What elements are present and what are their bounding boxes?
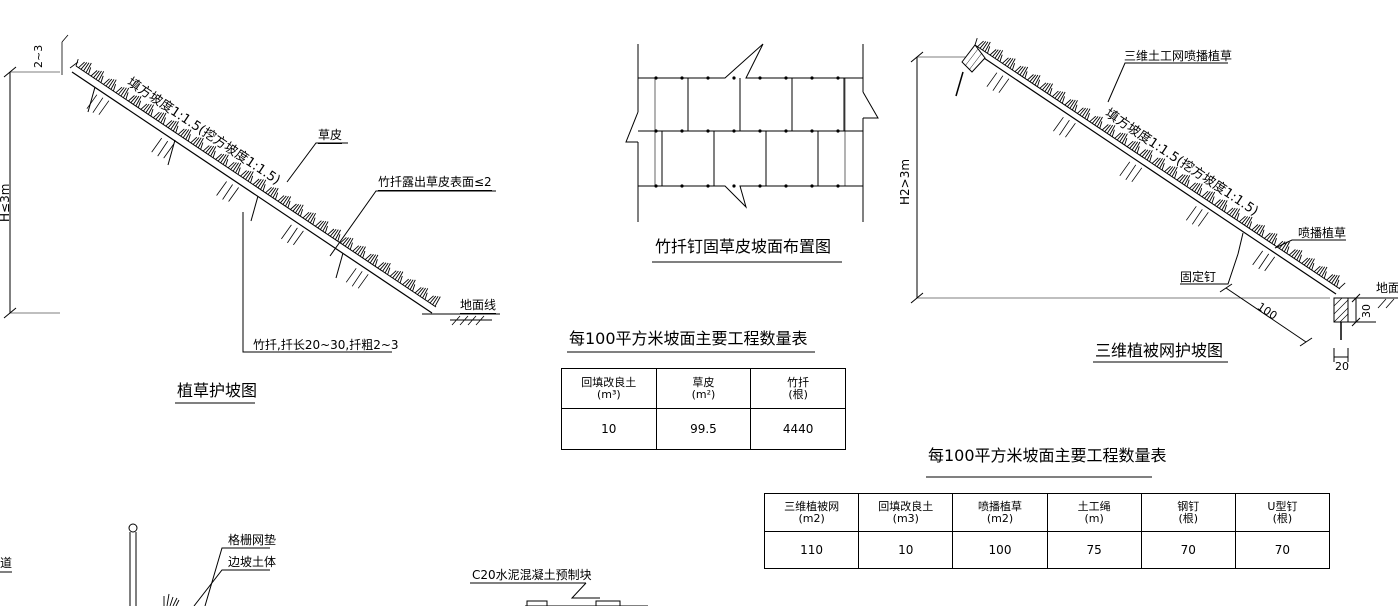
table-header-cell: 三维植被网(m2) [763,493,860,532]
vegetation-net-diagram [910,37,1398,363]
grass-slope-diagram [3,34,500,404]
quantity-table-b: 三维植被网(m2) 回填改良土(m3) 喷播植草(m2) 土工绳(m) 钢钉(根… [763,493,1331,569]
precast-block-label: C20水泥混凝土预制块 [472,568,592,582]
table-value-cell: 70 [1140,531,1236,569]
grid-mat-label: 格栅网垫 [228,533,277,547]
quantity-table-a: 回填改良土(m³) 草皮(m²) 竹扦(根) 10 99.5 4440 [561,368,846,450]
grass-slope-title: 植草护坡图 [177,381,258,400]
table-value-cell: 99.5 [655,408,752,450]
fixing-nail-label: 固定钉 [1180,270,1217,284]
ground-line-label: 地面线 [460,298,497,314]
table-value-cell: 70 [1234,531,1331,569]
stake-layout-diagram [625,43,879,263]
ground-label: 地面 [1376,281,1398,295]
turf-label: 草皮 [318,128,343,144]
quantity-table-b-title: 每100平方米坡面主要工程数量表 [928,446,1167,465]
table-header-cell: 竹扦(根) [750,368,846,409]
table-header-cell: U型钉(根) [1234,493,1331,532]
table-value-cell: 75 [1046,531,1142,569]
table-value-cell: 10 [858,531,954,569]
table-header-cell: 钢钉(根) [1140,493,1236,532]
height-dimension-label: H≤3m [0,183,12,222]
top-dimension-label: 2~3 [32,44,45,68]
table-value-cell: 10 [561,408,657,450]
table-value-cell: 4440 [750,408,846,450]
table-header-cell: 草皮(m²) [655,368,752,409]
spray-grass-label: 喷播植草 [1298,226,1347,240]
stake-layout-title: 竹扦钉固草皮坡面布置图 [655,237,832,256]
dimension-20-label: 20 [1335,360,1349,373]
table-header-cell: 回填改良土(m³) [561,368,657,409]
table-value-cell: 100 [952,531,1048,569]
vegetation-net-title: 三维植被网护坡图 [1095,341,1224,360]
dimension-30-label: 30 [1360,304,1373,318]
edge-label: 道 [0,556,13,570]
quantity-table-a-title: 每100平方米坡面主要工程数量表 [569,329,808,348]
vegetation-net-label: 三维土工网喷播植草 [1124,49,1233,63]
table-header-cell: 喷播植草(m2) [952,493,1048,532]
table-header-cell: 土工绳(m) [1046,493,1142,532]
slope-soil-label: 边坡土体 [228,555,277,569]
height-h2-label: H2>3m [898,158,912,205]
table-header-cell: 回填改良土(m3) [858,493,954,532]
stake-exposed-label: 竹扦露出草皮表面≤2 [378,175,492,191]
grid-mat-diagram [0,523,648,606]
table-value-cell: 110 [763,531,860,569]
stake-spec-label: 竹扦,扦长20~30,扦粗2~3 [253,338,399,352]
